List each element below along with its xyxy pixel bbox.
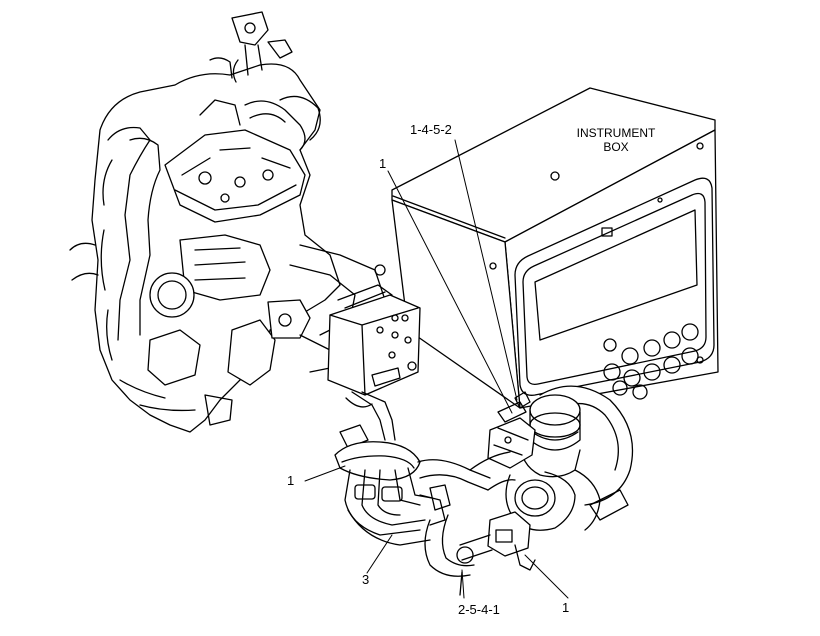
elbow-fitting <box>459 385 634 571</box>
callout-1-4-5-2: 1-4-5-2 <box>410 122 452 137</box>
leader-lines <box>304 139 569 599</box>
instrument-box-label: INSTRUMENT BOX <box>556 126 676 154</box>
instrument-box-label-line2: BOX <box>603 140 629 154</box>
callout-2-5-4-1: 2-5-4-1 <box>458 602 500 617</box>
switch-panel <box>603 323 699 400</box>
callout-3: 3 <box>362 572 370 587</box>
callout-1-left: 1 <box>287 473 295 488</box>
callout-1-top: 1 <box>379 156 387 171</box>
callout-1-bottom: 1 <box>562 600 570 615</box>
harness-connector-block <box>327 284 421 441</box>
harness-lower <box>334 424 491 596</box>
instrument-box-label-line1: INSTRUMENT <box>576 126 656 140</box>
engine-block <box>69 11 386 433</box>
